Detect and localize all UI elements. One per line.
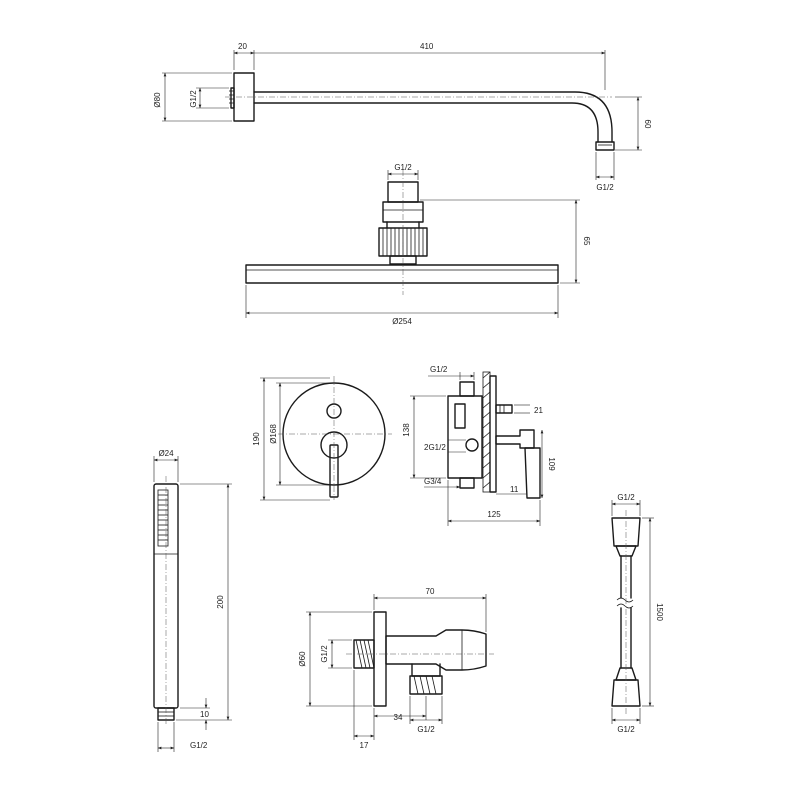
dim-hand-shower-thread-length: 10 (200, 710, 209, 719)
dim-hand-shower-thread: G1/2 (190, 741, 208, 750)
dim-arm-flange-diameter: Ø80 (153, 92, 162, 108)
shower-arm-drawing: 20 410 Ø80 G1/2 60 G1/2 (153, 42, 652, 192)
dim-outlet-depth: 70 (426, 587, 435, 596)
wall-outlet-drawing: 70 Ø60 G1/2 34 17 G1/2 (298, 587, 494, 750)
mixer-plate-drawing: 190 Ø168 (252, 376, 392, 501)
dim-outlet-flange-thickness: 17 (360, 741, 369, 750)
dim-outlet-flange-diameter: Ø60 (298, 651, 307, 667)
arm-tube-inner (253, 102, 599, 143)
hose-bottom-nut (611, 679, 641, 707)
dim-head-height: 65 (582, 237, 591, 246)
dim-hand-shower-diameter: Ø24 (158, 449, 174, 458)
dim-hose-thread-bottom: G1/2 (617, 725, 635, 734)
hand-shower-drawing: Ø24 200 10 G1/2 (153, 449, 232, 752)
mixer-lever-profile (524, 447, 541, 499)
arm-tube-outer (253, 91, 613, 143)
dim-arm-inlet-thread: G1/2 (189, 90, 198, 108)
mixer-top-inlet (459, 381, 475, 397)
dim-head-thread: G1/2 (394, 163, 412, 172)
dim-arm-drop: 60 (643, 120, 652, 129)
arm-outlet-thread (595, 141, 615, 151)
dim-mixer-plate-diameter: Ø168 (269, 424, 278, 444)
dim-mixer-height: 190 (252, 432, 261, 446)
dim-arm-flange-thickness: 20 (238, 42, 247, 51)
dim-mixer-thread-top: G1/2 (430, 365, 448, 374)
dim-head-diameter: Ø254 (392, 317, 412, 326)
outlet-neck (411, 663, 441, 677)
dim-outlet-inlet-thread: G1/2 (320, 645, 329, 663)
dim-mixer-depth-top: 21 (534, 406, 543, 415)
mixer-plate-profile (489, 375, 497, 493)
dim-mixer-offset: 11 (510, 485, 519, 494)
dim-hand-shower-length: 200 (216, 595, 225, 609)
dim-arm-length: 410 (420, 42, 434, 51)
dim-mixer-handle-depth: 109 (547, 457, 556, 471)
mixer-body-drawing: G1/2 138 21 2G1/2 109 G3/4 11 125 (402, 365, 556, 526)
dim-outlet-thread: G1/2 (417, 725, 435, 734)
wall-section (482, 371, 491, 493)
mixer-side-port (465, 438, 479, 452)
hose-drawing: G1/2 1500 G1/2 (611, 493, 664, 734)
hose-top-nut (611, 517, 641, 547)
hose-top-cone (615, 545, 637, 557)
dim-hose-thread-top: G1/2 (617, 493, 635, 502)
dim-mixer-total-depth: 125 (487, 510, 501, 519)
dim-arm-outlet-thread: G1/2 (596, 183, 614, 192)
dim-mixer-thread-bottom: G3/4 (424, 477, 442, 486)
shower-head-drawing: G1/2 65 Ø254 (245, 163, 591, 326)
dim-mixer-body-height: 138 (402, 423, 411, 437)
outlet-body (385, 629, 487, 671)
mixer-cartridge (454, 403, 466, 429)
hand-shower-nozzles (157, 489, 169, 547)
mixer-bottom-outlet (459, 477, 475, 489)
dim-hose-length: 1500 (655, 603, 664, 621)
outlet-wall-flange (373, 611, 387, 707)
mixer-handle-profile (495, 429, 535, 449)
dim-mixer-thread-side: 2G1/2 (424, 443, 446, 452)
dim-outlet-offset: 34 (394, 713, 403, 722)
arm-inlet-thread (230, 87, 235, 109)
head-plate (245, 264, 559, 284)
